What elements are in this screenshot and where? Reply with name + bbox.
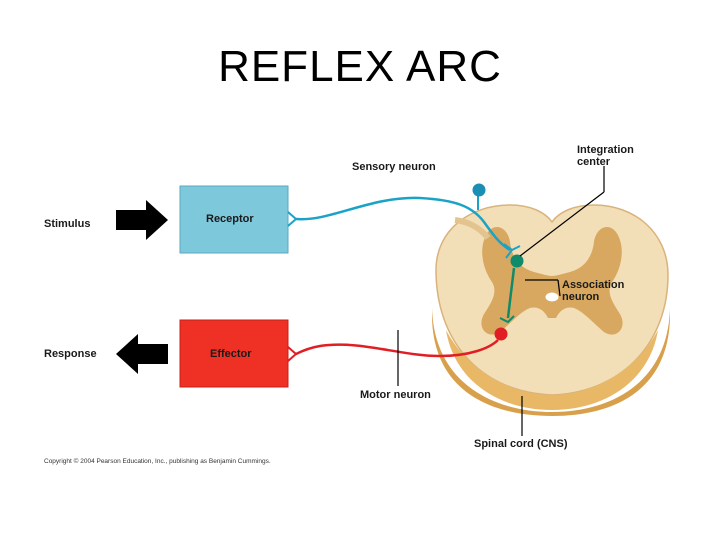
sensory-cell-body bbox=[472, 183, 486, 197]
sensory-neuron-label: Sensory neuron bbox=[352, 161, 436, 173]
stimulus-label: Stimulus bbox=[44, 218, 90, 230]
spinal-cord bbox=[431, 204, 671, 416]
response-label: Response bbox=[44, 348, 97, 360]
association-neuron-label-line2: neuron bbox=[562, 291, 600, 303]
motor-cell-body bbox=[494, 327, 508, 341]
left-arrow-icon bbox=[116, 334, 168, 374]
pointer-lines bbox=[397, 166, 605, 436]
central-canal bbox=[544, 291, 560, 303]
effector-label: Effector bbox=[210, 348, 252, 360]
association-neuron-label-line1: Association bbox=[562, 279, 625, 291]
spinal-cord-skirt bbox=[446, 330, 658, 410]
spinal-cord-label: Spinal cord (CNS) bbox=[474, 438, 568, 450]
integration-center-label-line1: Integration bbox=[577, 144, 634, 156]
motor-neuron-label: Motor neuron bbox=[360, 389, 431, 401]
receptor-label: Receptor bbox=[206, 213, 254, 225]
page-title: REFLEX ARC bbox=[218, 42, 502, 91]
right-arrow-icon bbox=[116, 200, 168, 240]
gray-matter bbox=[481, 227, 623, 335]
association-neuron bbox=[499, 254, 524, 324]
motor-neuron bbox=[295, 327, 508, 358]
integration-center-label-line2: center bbox=[577, 156, 611, 168]
sensory-neuron bbox=[295, 183, 521, 259]
association-cell-body bbox=[510, 254, 524, 268]
copyright-text: Copyright © 2004 Pearson Education, Inc.… bbox=[44, 457, 271, 465]
effector-box: Effector bbox=[179, 319, 298, 388]
dorsal-root bbox=[454, 217, 491, 240]
receptor-box: Receptor bbox=[179, 185, 298, 254]
